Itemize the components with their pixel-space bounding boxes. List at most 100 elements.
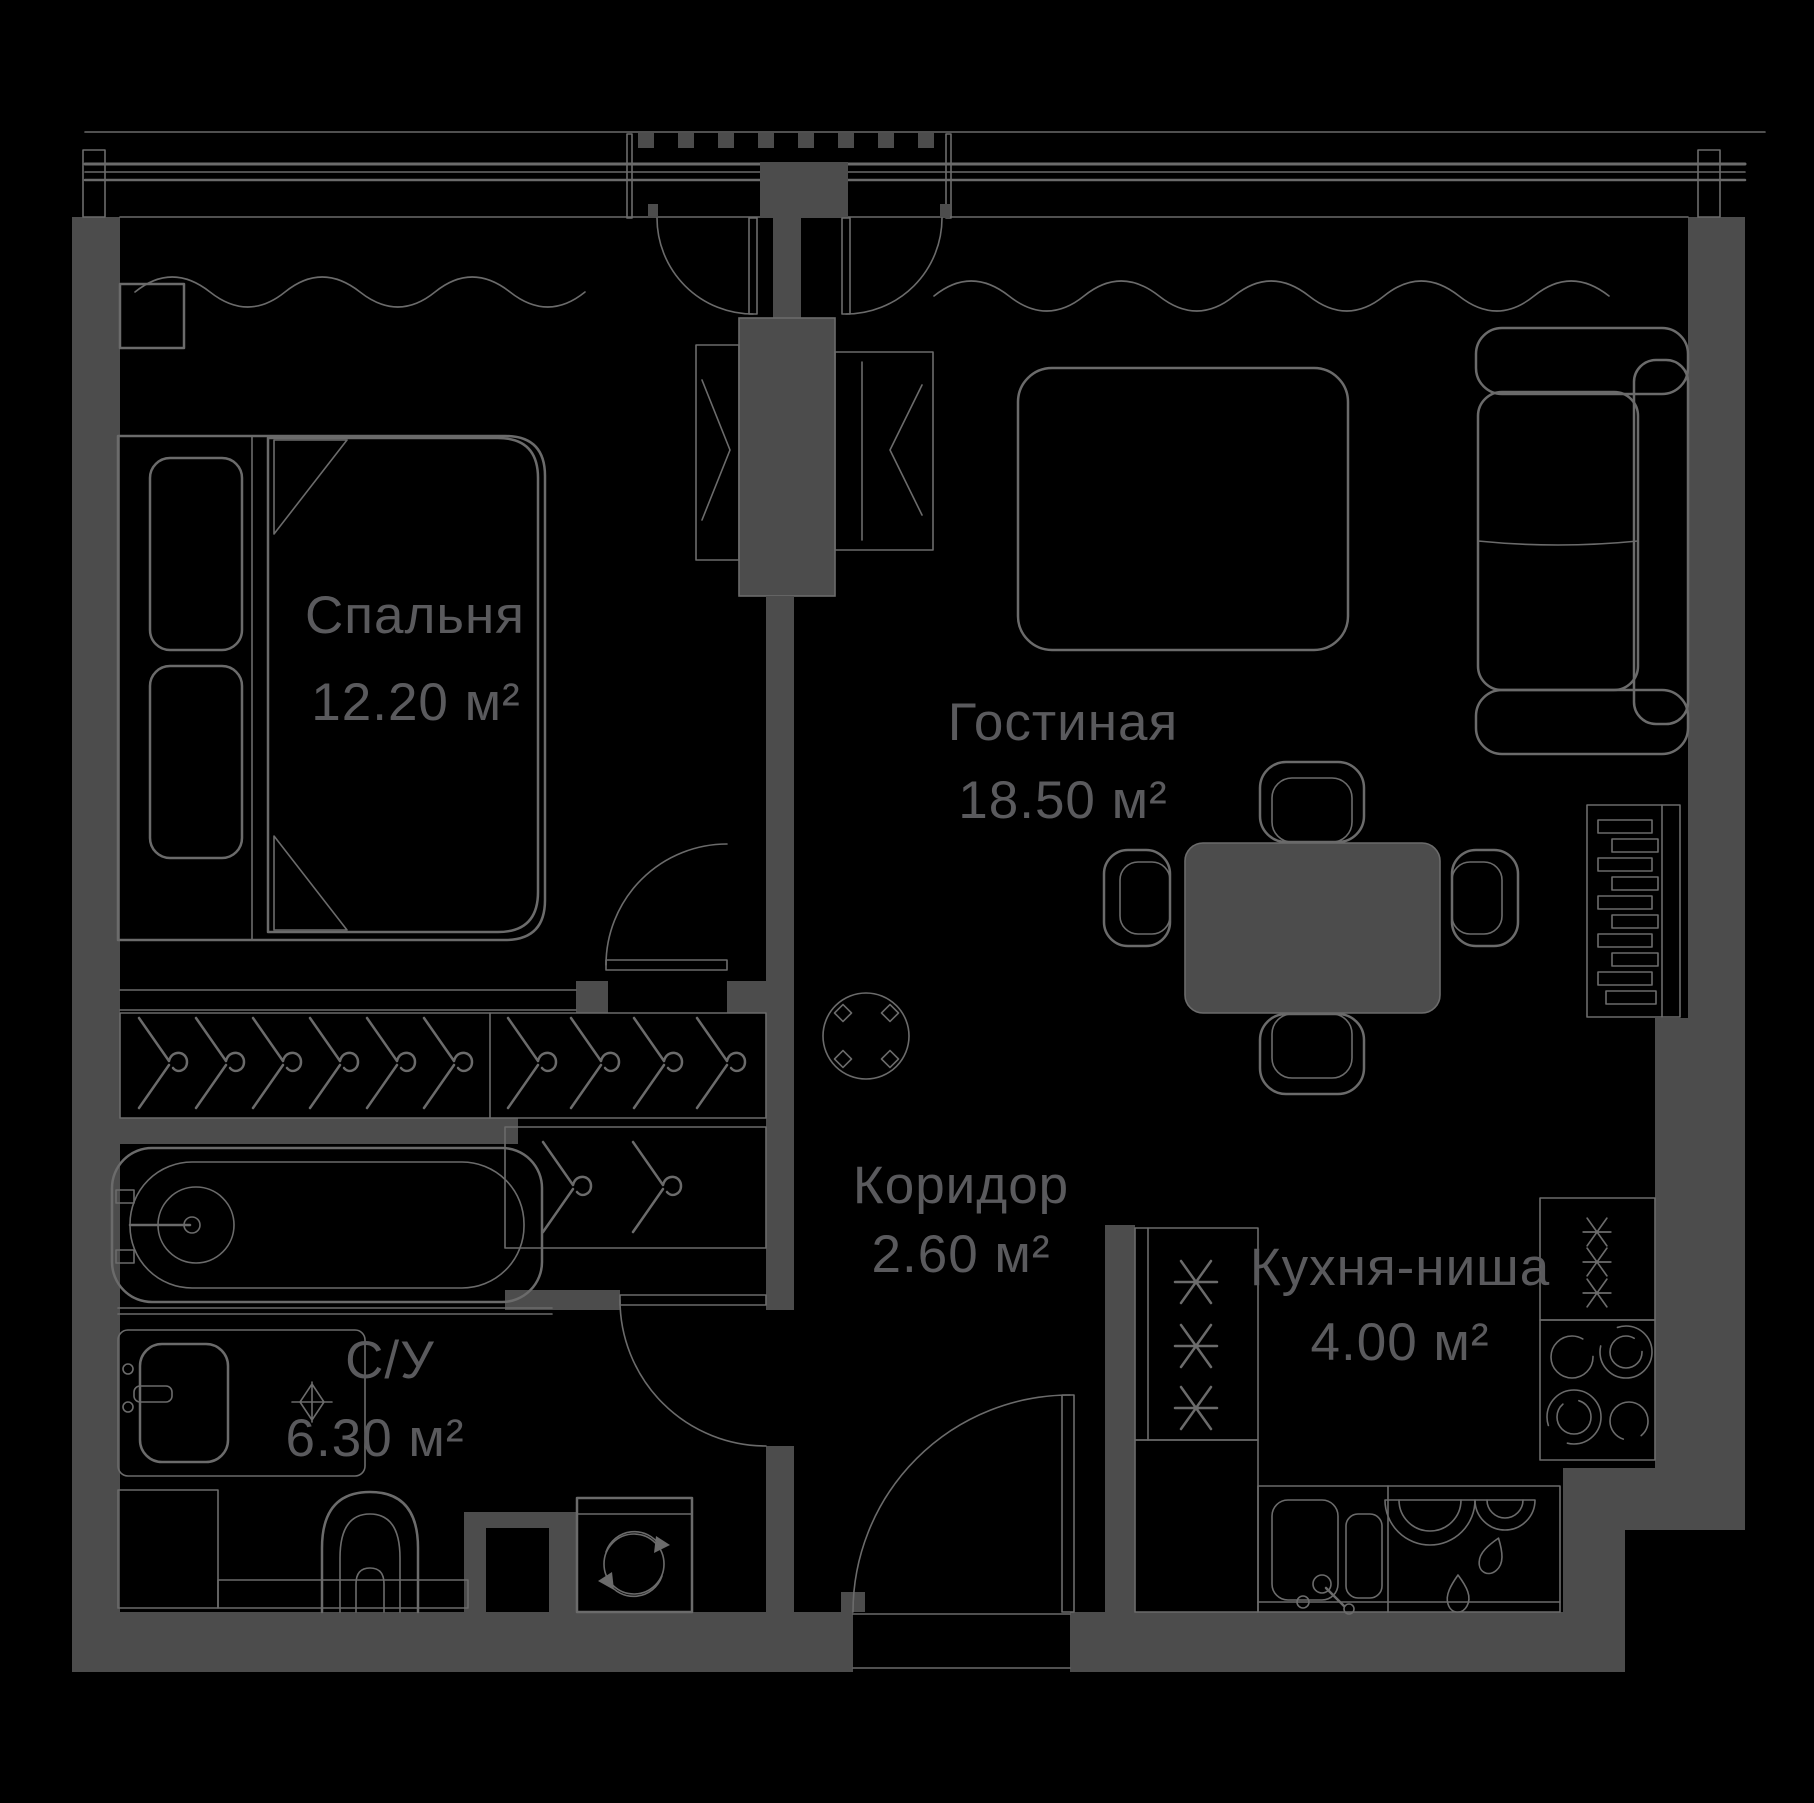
tub-valve	[115, 1249, 135, 1264]
bathtub	[110, 1146, 553, 1315]
burner-inner	[1556, 1399, 1592, 1435]
hanger-icon	[631, 1140, 683, 1234]
closet-outline	[504, 1126, 767, 1249]
unit-jamb-b	[940, 204, 950, 218]
window-mullion-right	[1697, 149, 1721, 218]
bathroom-closet	[504, 1126, 767, 1249]
sink-basin-small	[1345, 1513, 1383, 1599]
bathroom: С/У 6.30 м²	[110, 1126, 767, 1614]
bedroom-door-jamb-right	[727, 981, 766, 1013]
hanger-icon	[251, 1016, 303, 1110]
dining-table	[1184, 842, 1441, 1014]
wall-left	[72, 217, 120, 1672]
blanket	[266, 436, 540, 934]
bedroom-door-leaf	[605, 959, 728, 971]
washer-body	[575, 1496, 694, 1614]
wall-bottom-mid	[1070, 1612, 1563, 1672]
sink-lever	[133, 1385, 173, 1403]
tub-valve	[115, 1189, 135, 1204]
faucet-handle	[1296, 1595, 1310, 1609]
washer-arrow-arc	[605, 1530, 661, 1553]
hanger-icon	[506, 1016, 558, 1110]
bathroom-door-leaf	[619, 1294, 767, 1306]
asterisk-icon	[1173, 1323, 1219, 1369]
window-mullion-left	[82, 149, 106, 218]
unit-jamb-a	[648, 204, 658, 218]
balcony-door-right-leaf	[841, 217, 851, 315]
sofa-armrest-bottom	[1474, 688, 1690, 756]
entrance-door	[852, 1394, 1075, 1669]
stool-dot	[880, 1003, 900, 1023]
shelf-slats	[1597, 819, 1659, 1005]
dish-fan-large	[1384, 1499, 1476, 1546]
living-label: Гостиная	[948, 693, 1178, 752]
stool-dot	[880, 1049, 900, 1069]
balcony-door-left-leaf	[748, 217, 758, 315]
toilet-bowl	[320, 1490, 420, 1614]
toilet-flush	[355, 1567, 385, 1613]
closet-chevron	[701, 379, 731, 521]
sink-basin	[138, 1342, 230, 1464]
wall-kitchen-pillar	[1105, 1225, 1135, 1612]
washer-arrow-head	[598, 1572, 614, 1590]
pillow	[148, 664, 244, 860]
wardrobe-outline	[119, 1012, 767, 1119]
wall-right	[1688, 217, 1745, 1530]
facade-ticks	[638, 133, 934, 148]
kitchen-left-column	[1134, 1227, 1259, 1613]
bedroom-area: 12.20 м²	[311, 673, 520, 732]
bathroom-label: С/У	[345, 1331, 435, 1390]
wardrobe	[119, 1012, 767, 1119]
counter-outline	[1257, 1485, 1561, 1613]
chair-inner	[1119, 861, 1171, 935]
duct-neck	[773, 218, 801, 318]
washer-drum	[603, 1533, 665, 1595]
washing-machine	[575, 1496, 694, 1614]
pillow	[148, 456, 244, 652]
balcony-door-right-arc	[845, 217, 943, 315]
dish-fan-small-inner	[1486, 1499, 1524, 1519]
hanger-icon	[569, 1016, 621, 1110]
bathroom-area: 6.30 м²	[286, 1409, 465, 1468]
faucet-base	[1312, 1574, 1332, 1594]
fridge-cell	[1539, 1197, 1656, 1321]
sofa	[1474, 326, 1690, 756]
tub-spout-end	[183, 1216, 201, 1234]
bedroom: Спальня 12.20 м²	[116, 276, 767, 1119]
asterisk-icon	[1582, 1278, 1612, 1308]
hanger-icon	[308, 1016, 360, 1110]
balcony-door-unit	[626, 133, 952, 315]
dish-rack	[1384, 1499, 1536, 1613]
burner-inner	[1609, 1335, 1643, 1369]
kitchen-sink	[1271, 1499, 1383, 1615]
sink-fitting	[122, 1363, 134, 1375]
hanger-icon	[422, 1016, 474, 1110]
sink	[117, 1329, 366, 1477]
drop-icon	[1446, 1574, 1470, 1613]
kitchen-counter	[1257, 1485, 1561, 1615]
chair	[1258, 760, 1366, 844]
corridor-area: 2.60 м²	[872, 1225, 1051, 1284]
toilet	[320, 1490, 420, 1614]
corridor-label: Коридор	[853, 1156, 1069, 1215]
faucet-handle	[1343, 1603, 1355, 1615]
duct-shaft	[738, 317, 836, 597]
hanger-icon	[632, 1016, 684, 1110]
wall-bathroom-top	[120, 1118, 518, 1144]
stool-dot	[833, 1003, 853, 1023]
wall-right-kitchen	[1655, 1018, 1695, 1468]
burner	[1609, 1401, 1649, 1441]
closet-right-of-duct	[834, 351, 934, 551]
walls	[72, 217, 1745, 1672]
curtain-wave-bedroom	[134, 276, 586, 308]
corridor: Коридор 2.60 м²	[822, 992, 1075, 1669]
window-band	[82, 131, 1766, 315]
hanger-icon	[365, 1016, 417, 1110]
stove	[1539, 1319, 1656, 1461]
wall-bedroom-corridor	[766, 596, 794, 1310]
lower-cabinet	[1134, 1439, 1259, 1613]
nightstand	[118, 282, 186, 350]
rug	[1016, 366, 1350, 652]
